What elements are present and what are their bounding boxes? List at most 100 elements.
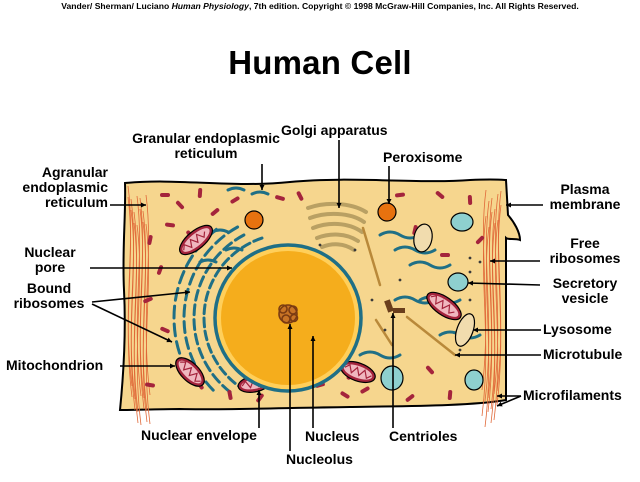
microfilament (487, 211, 493, 413)
centrioles (384, 299, 405, 313)
agranular-er-tubule (175, 200, 185, 210)
free-ribosome (318, 243, 322, 247)
microfilament (145, 223, 151, 425)
leader-agranular-er-head (141, 202, 146, 208)
agranular-er-tubule (425, 365, 435, 375)
microtubule (361, 226, 382, 287)
centriole (384, 299, 394, 313)
secretory-vesicle (380, 365, 404, 391)
leader-plasma-membrane-head (506, 202, 511, 208)
er-segment (211, 354, 220, 366)
leader-nuclear-envelope-head (256, 390, 262, 395)
microfilament (136, 195, 142, 397)
label-granular-er-line2: reticulum (174, 145, 238, 161)
agranular-er-tubule (340, 391, 350, 399)
er-segment (224, 246, 244, 252)
er-segment (184, 254, 194, 268)
er-segment (197, 347, 205, 360)
microtubule (374, 318, 394, 347)
microfilament (484, 200, 490, 402)
microfilament (142, 221, 148, 423)
label-plasma-membrane-line2: membrane (549, 196, 621, 212)
leader-centrioles-head (390, 313, 396, 318)
free-ribosome (468, 298, 472, 302)
leader-microfilaments-a-head (497, 393, 502, 399)
er-segment (198, 258, 218, 264)
leader-nucleus-head (310, 336, 316, 341)
label-centrioles: Centrioles (389, 428, 458, 444)
microfilament (484, 226, 490, 428)
peroxisomes (244, 202, 397, 230)
label-golgi: Golgi apparatus (281, 122, 388, 138)
er-segment (218, 365, 228, 376)
agranular-er-tubule (467, 195, 473, 205)
label-secretory-vesicle-line1: Secretory (552, 275, 618, 291)
leader-bound-ribosomes-b (91, 303, 173, 343)
lysosome (413, 223, 433, 253)
free-ribosome (370, 298, 374, 302)
agranular-er-tubule (447, 390, 453, 400)
centriole (393, 308, 405, 313)
er-segment (202, 316, 206, 329)
label-nuclear-pore-line1: Nuclear (24, 244, 76, 260)
microfilament (481, 189, 487, 391)
agranular-er-tubule (160, 193, 170, 197)
label-lysosome: Lysosome (543, 321, 612, 337)
microfilament (487, 197, 493, 399)
microfilament (142, 210, 148, 412)
label-peroxisome: Peroxisome (383, 149, 463, 165)
nucleolus (278, 304, 299, 324)
er-segment (192, 303, 197, 317)
leader-bound-ribosomes-a (91, 291, 191, 303)
microfilament (139, 197, 145, 399)
leader-secretory-vesicle (467, 282, 541, 286)
lysosome (454, 313, 476, 347)
agranular-er-tubule (296, 191, 304, 201)
er-segment (203, 360, 212, 373)
peroxisome (377, 202, 397, 222)
er-segment (188, 272, 196, 286)
leader-nucleolus-head (287, 324, 293, 329)
free-ribosome (458, 348, 462, 352)
label-nuclear-pore: Nuclear pore (10, 245, 90, 275)
microtubules (361, 226, 457, 357)
microfilament (493, 193, 499, 395)
credit-rest: , 7th edition. Copyright © 1998 McGraw-H… (248, 1, 579, 11)
agranular-er-tubule (360, 386, 370, 394)
er-segment (206, 342, 213, 354)
agranular-er-tubule (475, 235, 485, 245)
leader-lines (90, 140, 543, 451)
leader-microfilaments-b-head (497, 401, 503, 407)
er-segment (226, 186, 246, 192)
microfilament (493, 219, 499, 421)
label-plasma-membrane-line1: Plasma (560, 181, 610, 197)
label-nucleolus: Nucleolus (286, 451, 353, 467)
leader-secretory-vesicle-head (468, 280, 474, 286)
secretory-vesicle (447, 272, 469, 292)
label-microtubule: Microtubule (543, 346, 623, 362)
free-ribosome (468, 270, 472, 274)
label-nuclear-pore-line2: pore (34, 259, 66, 275)
er-segment (252, 236, 264, 243)
microfilaments-group (127, 185, 502, 428)
er-segment (240, 241, 252, 250)
secretory-vesicle (450, 212, 474, 232)
er-segment (184, 336, 190, 350)
er-segment (173, 287, 180, 302)
er-segment (202, 303, 207, 316)
agranular-er-tubule (143, 296, 153, 304)
label-agranular-er-line3: reticulum (44, 194, 108, 210)
label-bound-ribosomes-line1: Bound (26, 280, 72, 296)
free-ribosome (478, 260, 482, 264)
label-agranular-er: Agranular endoplasmic reticulum (8, 165, 108, 210)
microfilament (490, 222, 496, 424)
label-free-ribosomes: Free ribosomes (540, 236, 630, 266)
agranular-er-tubule (160, 326, 170, 334)
peroxisome (244, 210, 264, 230)
er-segment (214, 234, 226, 245)
label-nucleus: Nucleus (305, 428, 360, 444)
secretory-vesicle (464, 369, 484, 391)
leader-nuclear-pore-head (227, 265, 232, 271)
mitochondrion-cristae (183, 231, 206, 251)
